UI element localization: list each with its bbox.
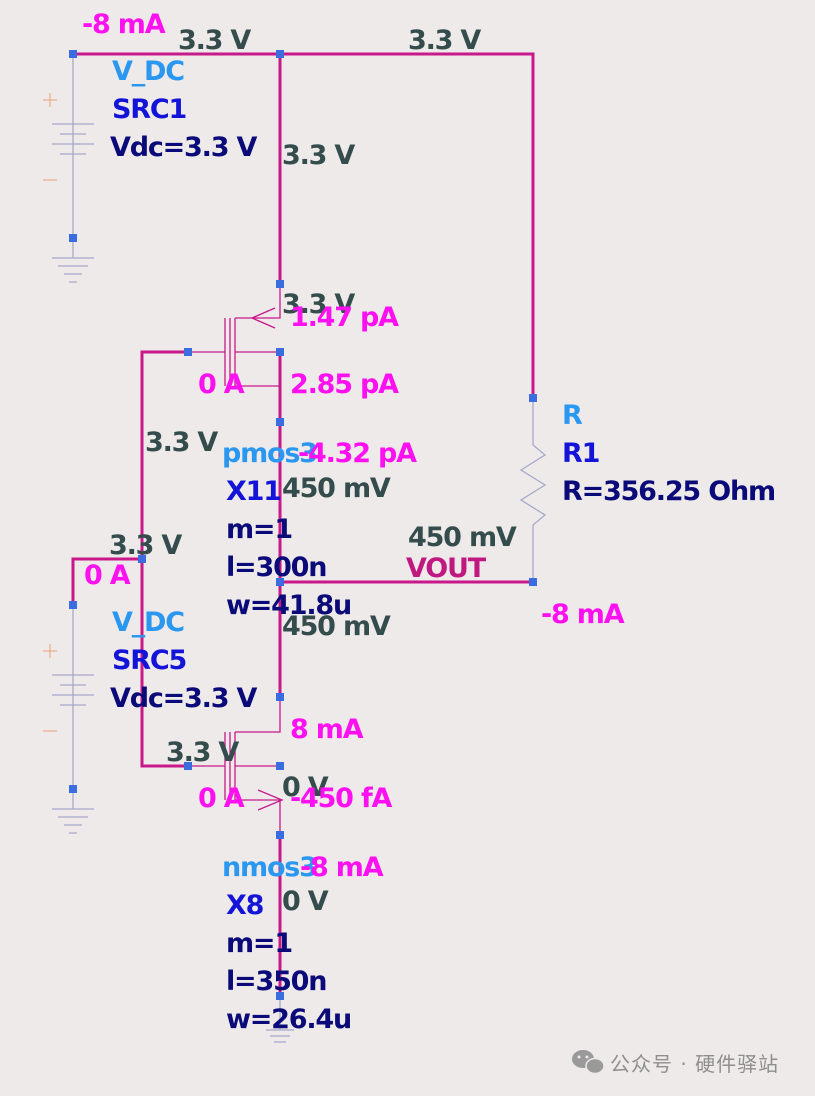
x11-w: w=41.8u	[226, 590, 351, 621]
battery-plus-icon	[43, 93, 57, 181]
src1-name: SRC1	[112, 94, 186, 125]
nmos-x8-symbol[interactable]	[188, 697, 284, 835]
voltage-nmos-gate: 3.3 V	[166, 737, 239, 768]
pin-src1-plus	[69, 50, 77, 58]
pin-pmos-source	[276, 280, 284, 288]
x8-w: w=26.4u	[226, 1004, 351, 1035]
watermark-text: 公众号 · 硬件驿站	[610, 1052, 779, 1076]
current-nmos-gate: 0 A	[198, 783, 245, 814]
pin-src5-minus	[69, 785, 77, 793]
pin-src5-plus	[69, 601, 77, 609]
x8-m: m=1	[226, 928, 292, 959]
ground-icon	[266, 996, 294, 1043]
src5-name: SRC5	[112, 645, 186, 676]
node-vout	[276, 578, 284, 586]
pin-nmos-drain	[276, 693, 284, 701]
pin-nmos-source	[276, 831, 284, 839]
pin-ground	[276, 992, 284, 1000]
voltage-src5-node: 3.3 V	[109, 530, 182, 561]
resistor-zigzag-icon[interactable]	[519, 398, 547, 582]
pin-nmos-body	[276, 762, 284, 770]
current-annotations: -8 mA 1.47 pA 0 A 2.85 pA -4.32 pA 0 A -…	[82, 9, 626, 883]
x11-name: X11	[226, 476, 281, 507]
x11-m: m=1	[226, 514, 292, 545]
current-nmos-drain: 8 mA	[290, 714, 364, 745]
wechat-icon	[572, 1050, 605, 1075]
x11-l: l=300n	[226, 552, 326, 583]
watermark: 公众号 · 硬件驿站	[572, 1050, 779, 1076]
net-label-vout: VOUT	[406, 553, 487, 584]
voltage-nmos-drain: 450 mV	[282, 611, 391, 642]
x8-type: nmos3	[222, 852, 317, 883]
pin-r1-top	[529, 394, 537, 402]
r1-name: R1	[562, 438, 599, 469]
pin-nmos-gate	[184, 762, 192, 770]
pin-r1-bottom	[529, 578, 537, 586]
voltage-annotations: 3.3 V 3.3 V 3.3 V 3.3 V 3.3 V 450 mV 450…	[109, 25, 518, 917]
current-pmos-gate: 0 A	[198, 369, 245, 400]
voltage-pmos-drain: 450 mV	[282, 473, 391, 504]
x11-type: pmos3	[222, 438, 317, 469]
component-labels: V_DC SRC1 Vdc=3.3 V R R1 R=356.25 Ohm pm…	[110, 56, 776, 1035]
node-vdd	[276, 50, 284, 58]
voltage-gate-bus: 3.3 V	[145, 427, 218, 458]
voltage-vout: 450 mV	[408, 522, 517, 553]
current-r1: -8 mA	[541, 599, 625, 630]
voltage-vdd-mid: 3.3 V	[282, 140, 355, 171]
wire-src5[interactable]	[71, 557, 142, 605]
src5-param: Vdc=3.3 V	[110, 683, 257, 714]
current-pmos-body: 2.85 pA	[290, 369, 399, 400]
voltage-top-left: 3.3 V	[178, 25, 251, 56]
current-pmos-source: 1.47 pA	[290, 302, 399, 333]
src1-type: V_DC	[112, 56, 184, 87]
battery-plus-icon	[43, 644, 57, 732]
current-nmos-body: -450 fA	[290, 783, 393, 814]
src5-symbol[interactable]	[43, 605, 94, 834]
pin-pmos-gate	[184, 348, 192, 356]
r1-type: R	[562, 400, 583, 431]
x8-name: X8	[226, 890, 264, 921]
voltage-top-right: 3.3 V	[408, 25, 481, 56]
pins	[69, 50, 537, 1000]
current-nmos-source: -8 mA	[300, 852, 384, 883]
src1-param: Vdc=3.3 V	[110, 132, 257, 163]
voltage-ground: 0 V	[282, 886, 329, 917]
wire-vdd-top[interactable]	[73, 52, 535, 398]
x8-l: l=350n	[226, 966, 326, 997]
r1-param: R=356.25 Ohm	[562, 476, 775, 507]
pin-pmos-body	[276, 348, 284, 356]
src1-symbol[interactable]	[43, 54, 94, 283]
voltage-nmos-source: 0 V	[282, 772, 329, 803]
voltage-pmos-source: 3.3 V	[282, 289, 355, 320]
pin-src1-minus	[69, 234, 77, 242]
node-gate-bus	[138, 555, 146, 563]
current-pmos-drain: -4.32 pA	[298, 438, 417, 469]
pin-pmos-drain	[276, 418, 284, 426]
src5-type: V_DC	[112, 607, 184, 638]
pmos-x11-symbol[interactable]	[188, 284, 281, 422]
current-src5: 0 A	[84, 560, 131, 591]
current-src1: -8 mA	[82, 9, 166, 40]
